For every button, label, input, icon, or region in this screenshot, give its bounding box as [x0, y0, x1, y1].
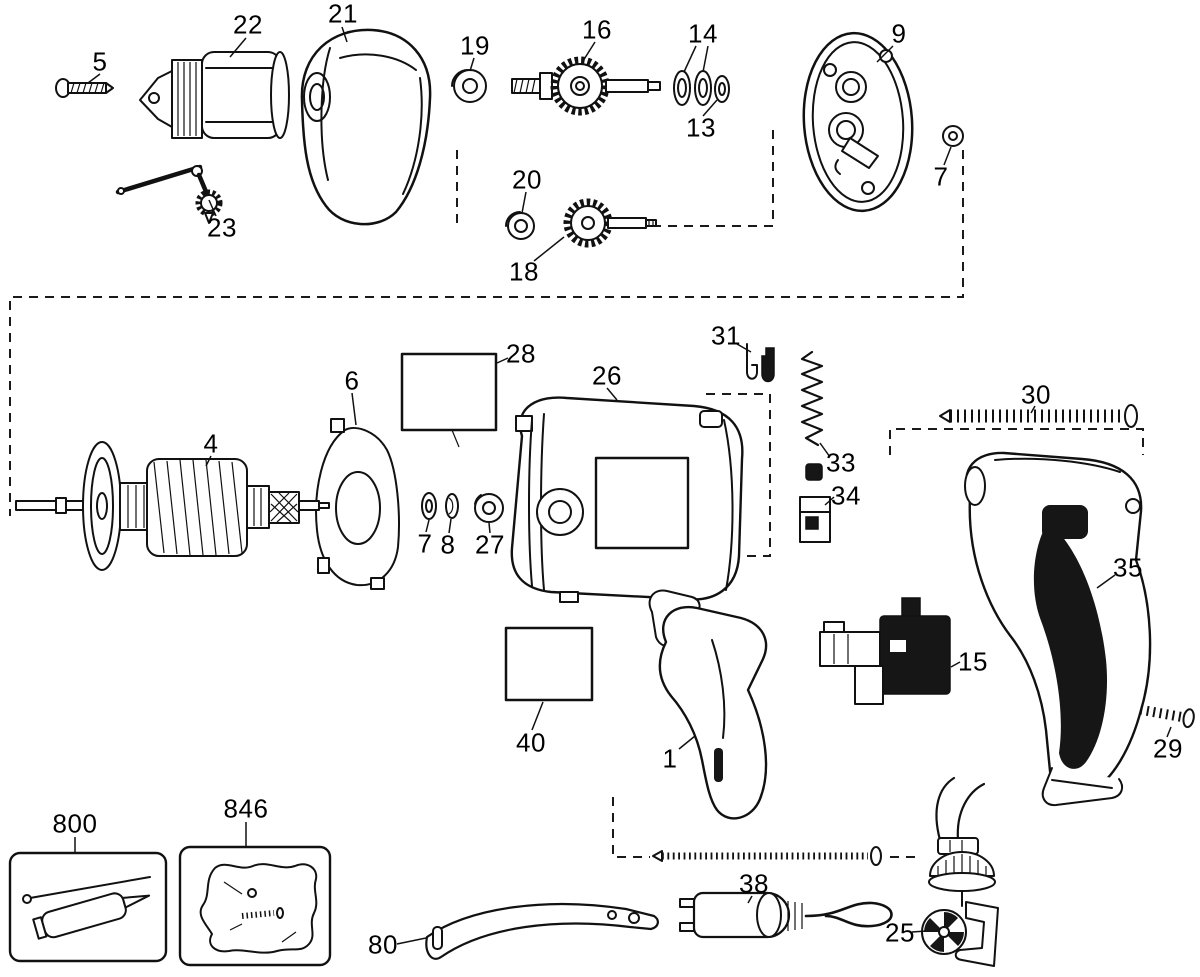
part-right-housing: [964, 451, 1152, 807]
part-label-34: 34: [831, 480, 861, 511]
part-chuck: [139, 51, 290, 139]
part-label-14: 14: [688, 18, 718, 49]
part-label-33: 33: [826, 447, 856, 478]
part-hardware-bag-box: [178, 845, 332, 967]
part-bushing-19: [451, 69, 487, 103]
part-armature: [15, 441, 330, 571]
part-label-8: 8: [440, 529, 456, 560]
part-label-19: 19: [460, 30, 490, 61]
part-label-80: 80: [368, 929, 398, 960]
part-label-13: 13: [686, 112, 716, 143]
part-gear-shaft-16: [511, 56, 661, 116]
part-label-23: 23: [207, 212, 237, 243]
part-cord-protector: [921, 776, 999, 967]
part-screw-30: [939, 404, 1138, 428]
part-label-7: 7: [933, 161, 949, 192]
part-label-5: 5: [92, 46, 108, 77]
part-lubricant-box: [8, 851, 168, 963]
part-label-box-40: [504, 626, 594, 702]
part-label-800: 800: [52, 808, 98, 839]
part-label-22: 22: [233, 9, 263, 40]
part-label-18: 18: [509, 256, 539, 287]
part-label-16: 16: [582, 14, 612, 45]
part-baffle: [315, 418, 400, 590]
part-label-box-28: [400, 352, 498, 448]
part-label-30: 30: [1021, 379, 1051, 410]
part-switch: [819, 597, 951, 705]
part-clip-31: [746, 343, 775, 383]
part-end-plate: [802, 31, 914, 213]
part-label-1: 1: [662, 743, 678, 774]
part-cord-set: [652, 846, 893, 939]
part-label-6: 6: [344, 365, 360, 396]
part-gear-18: [563, 198, 657, 248]
part-label-29: 29: [1153, 733, 1183, 764]
part-handle: [648, 589, 768, 820]
part-label-7: 7: [417, 528, 433, 559]
part-label-21: 21: [328, 0, 358, 29]
part-brush-spring: [800, 350, 824, 447]
part-belt-hook: [425, 902, 659, 960]
part-label-25: 25: [885, 917, 915, 948]
part-label-40: 40: [516, 727, 546, 758]
part-washers-14-13: [673, 70, 730, 106]
part-bearing-27: [474, 493, 504, 523]
part-label-26: 26: [592, 360, 622, 391]
part-label-27: 27: [475, 529, 505, 560]
part-label-9: 9: [891, 18, 907, 49]
part-label-38: 38: [739, 868, 769, 899]
part-field-housing: [510, 396, 744, 604]
part-bushing-20: [505, 211, 535, 240]
part-label-4: 4: [203, 428, 219, 459]
part-label-846: 846: [223, 793, 269, 824]
part-label-15: 15: [958, 646, 988, 677]
part-label-31: 31: [711, 320, 741, 351]
part-washer-top-right: [942, 125, 964, 147]
part-label-35: 35: [1113, 552, 1143, 583]
part-chuck-key: [115, 164, 223, 224]
part-label-20: 20: [512, 164, 542, 195]
part-screw-5: [55, 78, 114, 98]
leader-lines: [74, 26, 1172, 945]
part-washers-7-8: [421, 492, 459, 520]
part-front-housing: [300, 28, 432, 226]
part-label-28: 28: [506, 338, 536, 369]
